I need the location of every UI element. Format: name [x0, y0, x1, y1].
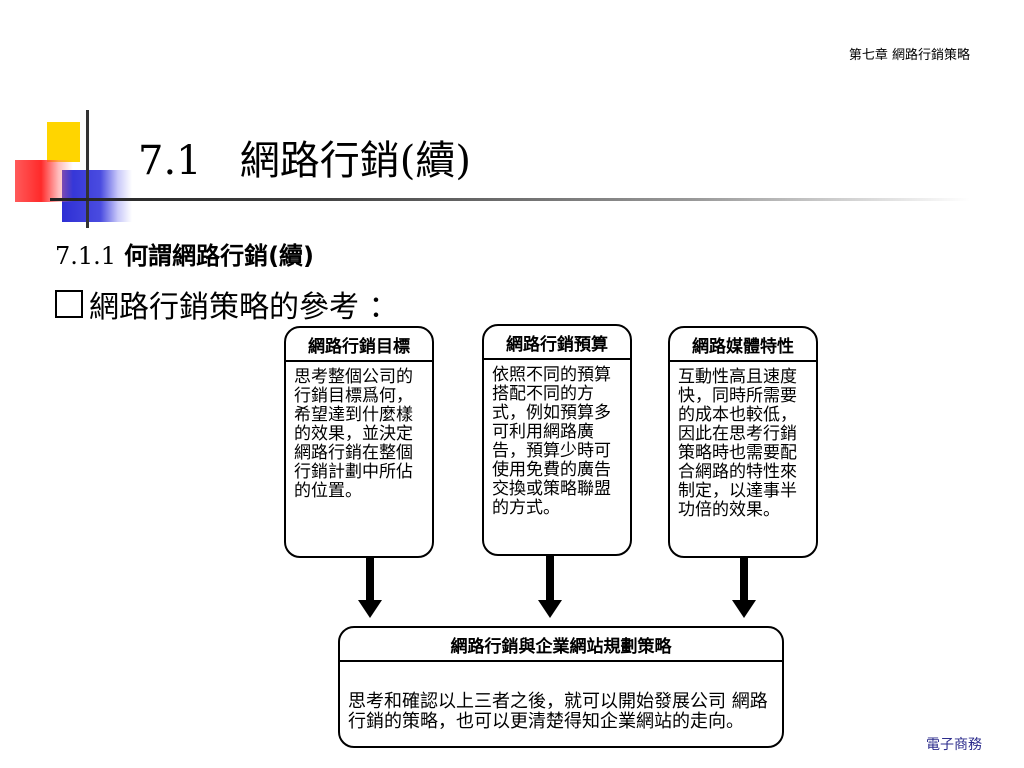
diagram-box-budget: 網路行銷預算 依照不同的預算搭配不同的方式，例如預算多可利用網路廣告，預算少時可… — [482, 324, 632, 556]
subsection-text: 何謂網路行銷(續) — [124, 242, 315, 270]
down-arrow-icon — [538, 600, 562, 618]
bullet-text: 網路行銷策略的參考 ： — [89, 290, 399, 325]
diagram-box-goals: 網路行銷目標 思考整個公司的行銷目標爲何，希望達到什麼樣的效果，並決定網路行銷在… — [284, 326, 434, 558]
box-title: 網路媒體特性 — [670, 328, 816, 362]
box-body: 互動性高且速度快，同時所需要的成本也較低，因此在思考行銷策略時也需要配合網路的特… — [678, 367, 797, 520]
diagram-box-media: 網路媒體特性 互動性高且速度快，同時所需要的成本也較低，因此在思考行銷策略時也需… — [668, 326, 818, 558]
down-arrow-icon — [732, 600, 756, 618]
title-text: 網路行銷(續) — [239, 138, 471, 184]
arrow-stem — [740, 558, 748, 602]
decor-yellow-square — [47, 122, 80, 162]
slide-title: 7.1 網路行銷(續) — [138, 128, 471, 186]
bullet-item: 網路行銷策略的參考 ： — [55, 282, 399, 326]
decor-blue-square — [62, 170, 132, 222]
decor-vertical-line — [86, 110, 89, 228]
arrow-stem — [366, 558, 374, 602]
box-title: 網路行銷目標 — [286, 328, 432, 362]
footer-label: 電子商務 — [926, 737, 982, 753]
diagram-box-strategy: 網路行銷與企業網站規劃策略 思考和確認以上三者之後，就可以開始發展公司 網路行銷… — [338, 626, 784, 748]
arrow-stem — [546, 556, 554, 602]
box-body: 依照不同的預算搭配不同的方式，例如預算多可利用網路廣告，預算少時可使用免費的廣告… — [492, 365, 611, 518]
down-arrow-icon — [358, 600, 382, 618]
box-body: 思考整個公司的行銷目標爲何，希望達到什麼樣的效果，並決定網路行銷在整個行銷計劃中… — [294, 367, 413, 501]
decor-red-square — [15, 160, 73, 202]
title-underline — [50, 198, 970, 201]
box-title: 網路行銷與企業網站規劃策略 — [340, 628, 782, 662]
subsection-number: 7.1.1 — [55, 242, 117, 270]
square-bullet-icon — [55, 290, 83, 318]
box-title: 網路行銷預算 — [484, 326, 630, 360]
title-number: 7.1 — [138, 138, 202, 184]
chapter-header: 第七章 網路行銷策略 — [848, 48, 970, 63]
box-body: 思考和確認以上三者之後，就可以開始發展公司 網路行銷的策略，也可以更清楚得知企業… — [348, 691, 768, 732]
